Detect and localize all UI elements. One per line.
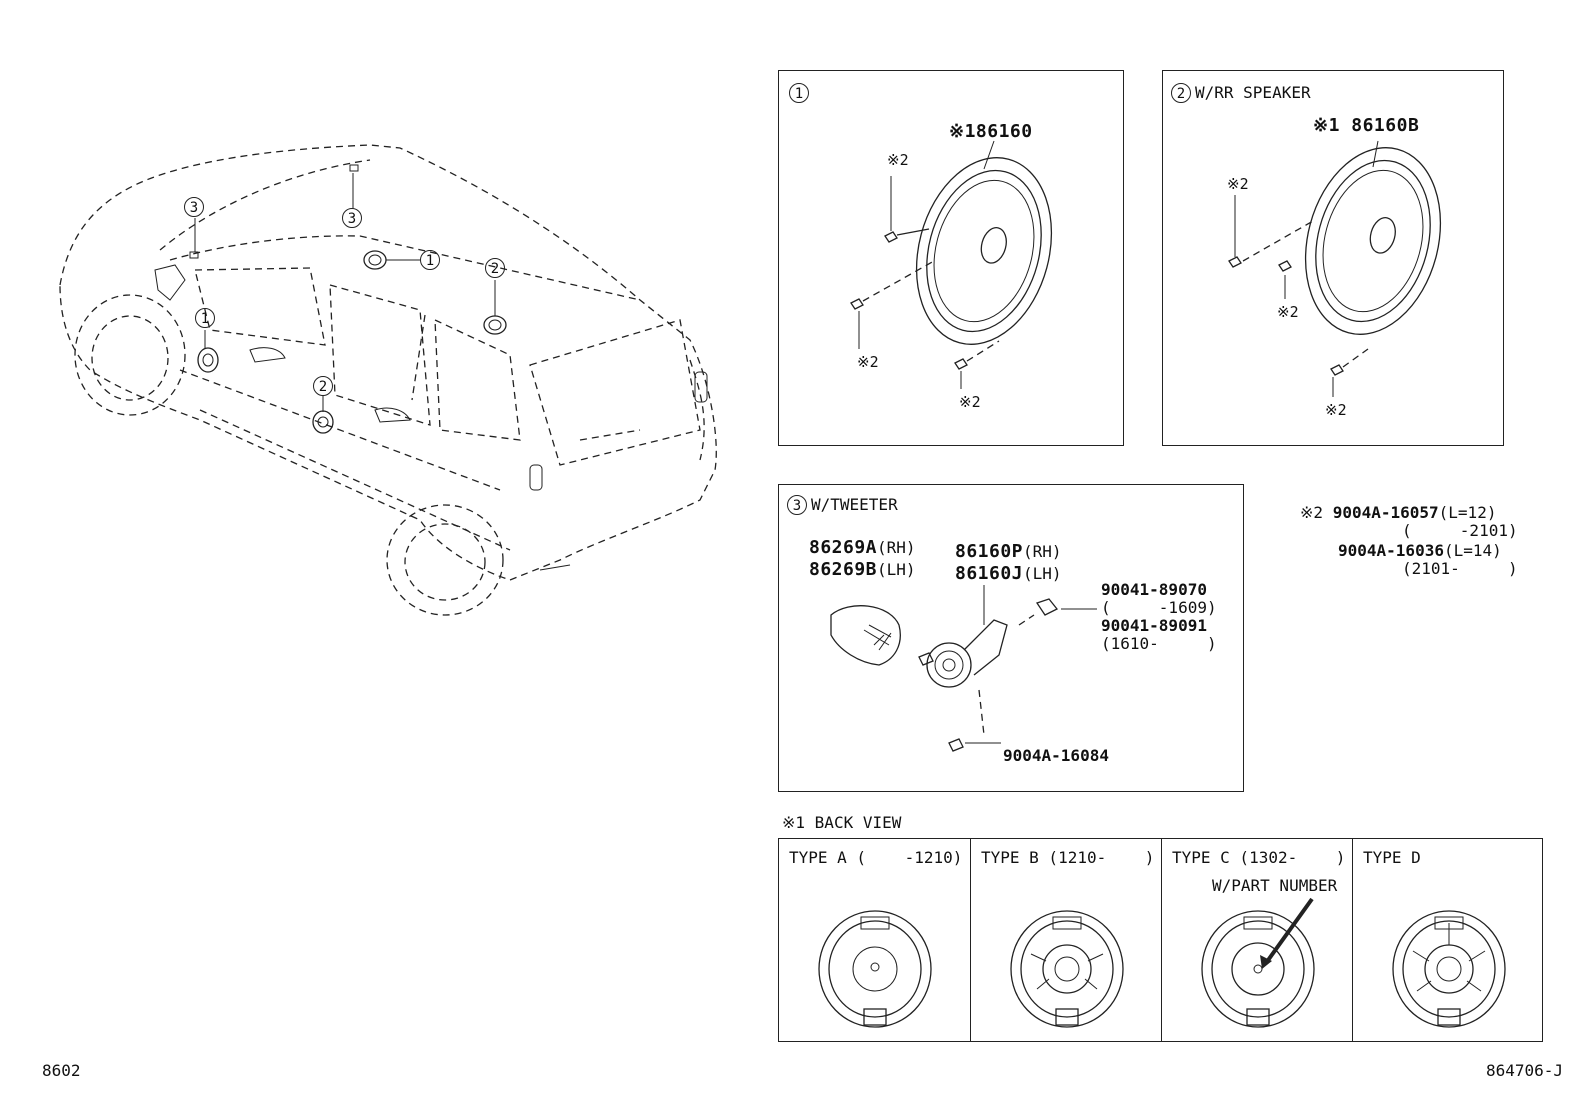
- footer-left-code: 8602: [42, 1061, 81, 1080]
- panel-1-screw-label-c: ※2: [959, 393, 981, 411]
- callout-1-door: 1: [195, 308, 215, 328]
- panel-2-screw-label-c: ※2: [1325, 401, 1347, 419]
- clip-a-range: ( -1609): [1101, 598, 1217, 617]
- speaker-86160b-drawing: [1228, 140, 1442, 397]
- panel-1-screw-label-b: ※2: [857, 353, 879, 371]
- cover-lh-side: (LH): [877, 560, 916, 579]
- panel-1-screw-label-a: ※2: [887, 151, 909, 169]
- callout-3-front: 3: [184, 197, 204, 217]
- type-a-label: TYPE A ( -1210): [789, 848, 963, 867]
- type-c-sublabel: W/PART NUMBER: [1212, 876, 1338, 895]
- screw-note: ※2 9004A-16057(L=12) ( -2101) 9004A-1603…: [1300, 504, 1520, 584]
- panel-2-screw-label-a: ※2: [1227, 175, 1249, 193]
- type-a-cell: TYPE A ( -1210): [779, 839, 971, 1041]
- speaker-86160-drawing: [850, 140, 1053, 389]
- type-b-cell: TYPE B (1210- ): [971, 839, 1162, 1041]
- note-mark: ※2: [1300, 503, 1324, 522]
- back-view-title: ※1 BACK VIEW: [782, 813, 902, 832]
- note-len-1: (L=12): [1438, 503, 1497, 522]
- callout-2-top: 2: [485, 258, 505, 278]
- cover-rh-part: 86269A: [809, 537, 878, 558]
- cover-rh-side: (RH): [877, 538, 916, 557]
- tweeter-rh-side: (RH): [1023, 542, 1062, 561]
- panel-front-speaker: 1 ※186160 ※2 ※2 ※2: [778, 70, 1124, 446]
- panel-2-title: W/RR SPEAKER: [1195, 83, 1311, 102]
- clip-b-part: 90041-89091: [1101, 616, 1207, 635]
- callout-2-door: 2: [313, 376, 333, 396]
- note-range-1: ( -2101): [1402, 521, 1518, 540]
- tweeter-screw-part: 9004A-16084: [1003, 746, 1109, 765]
- panel-2-part-number: ※1 86160B: [1313, 115, 1420, 136]
- tweeter-drawing: [830, 585, 1097, 752]
- type-d-cell: TYPE D: [1353, 839, 1544, 1041]
- type-c-label: TYPE C (1302- ): [1172, 848, 1346, 867]
- panel-3-number: 3: [787, 495, 807, 515]
- tweeter-lh-side: (LH): [1023, 564, 1062, 583]
- panel-1-number: 1: [789, 83, 809, 103]
- cover-lh-part: 86269B: [809, 559, 878, 580]
- panel-3-title: W/TWEETER: [811, 495, 898, 514]
- type-c-cell: TYPE C (1302- ) W/PART NUMBER: [1162, 839, 1353, 1041]
- panel-2-screw-label-b: ※2: [1277, 303, 1299, 321]
- tweeter-rh-part: 86160P: [955, 541, 1024, 562]
- callout-3-top: 3: [342, 208, 362, 228]
- vehicle-diagram: 3 3 1 2 1 2: [40, 140, 740, 620]
- note-part-2: 9004A-16036: [1338, 541, 1444, 560]
- clip-a-part: 90041-89070: [1101, 580, 1207, 599]
- footer-right-code: 864706-J: [1486, 1061, 1564, 1080]
- type-d-label: TYPE D: [1363, 848, 1421, 867]
- clip-b-range: (1610- ): [1101, 634, 1217, 653]
- note-part-1: 9004A-16057: [1332, 503, 1439, 522]
- tweeter-lh-part: 86160J: [955, 563, 1024, 584]
- panel-1-part-number: ※186160: [949, 121, 1033, 142]
- callout-1-top: 1: [420, 250, 440, 270]
- note-len-2: (L=14): [1443, 541, 1502, 560]
- note-range-2: (2101- ): [1402, 559, 1518, 578]
- back-view-table: TYPE A ( -1210) TYPE B (1210- ) TYPE C (…: [778, 838, 1543, 1042]
- type-b-label: TYPE B (1210- ): [981, 848, 1155, 867]
- panel-2-number: 2: [1171, 83, 1191, 103]
